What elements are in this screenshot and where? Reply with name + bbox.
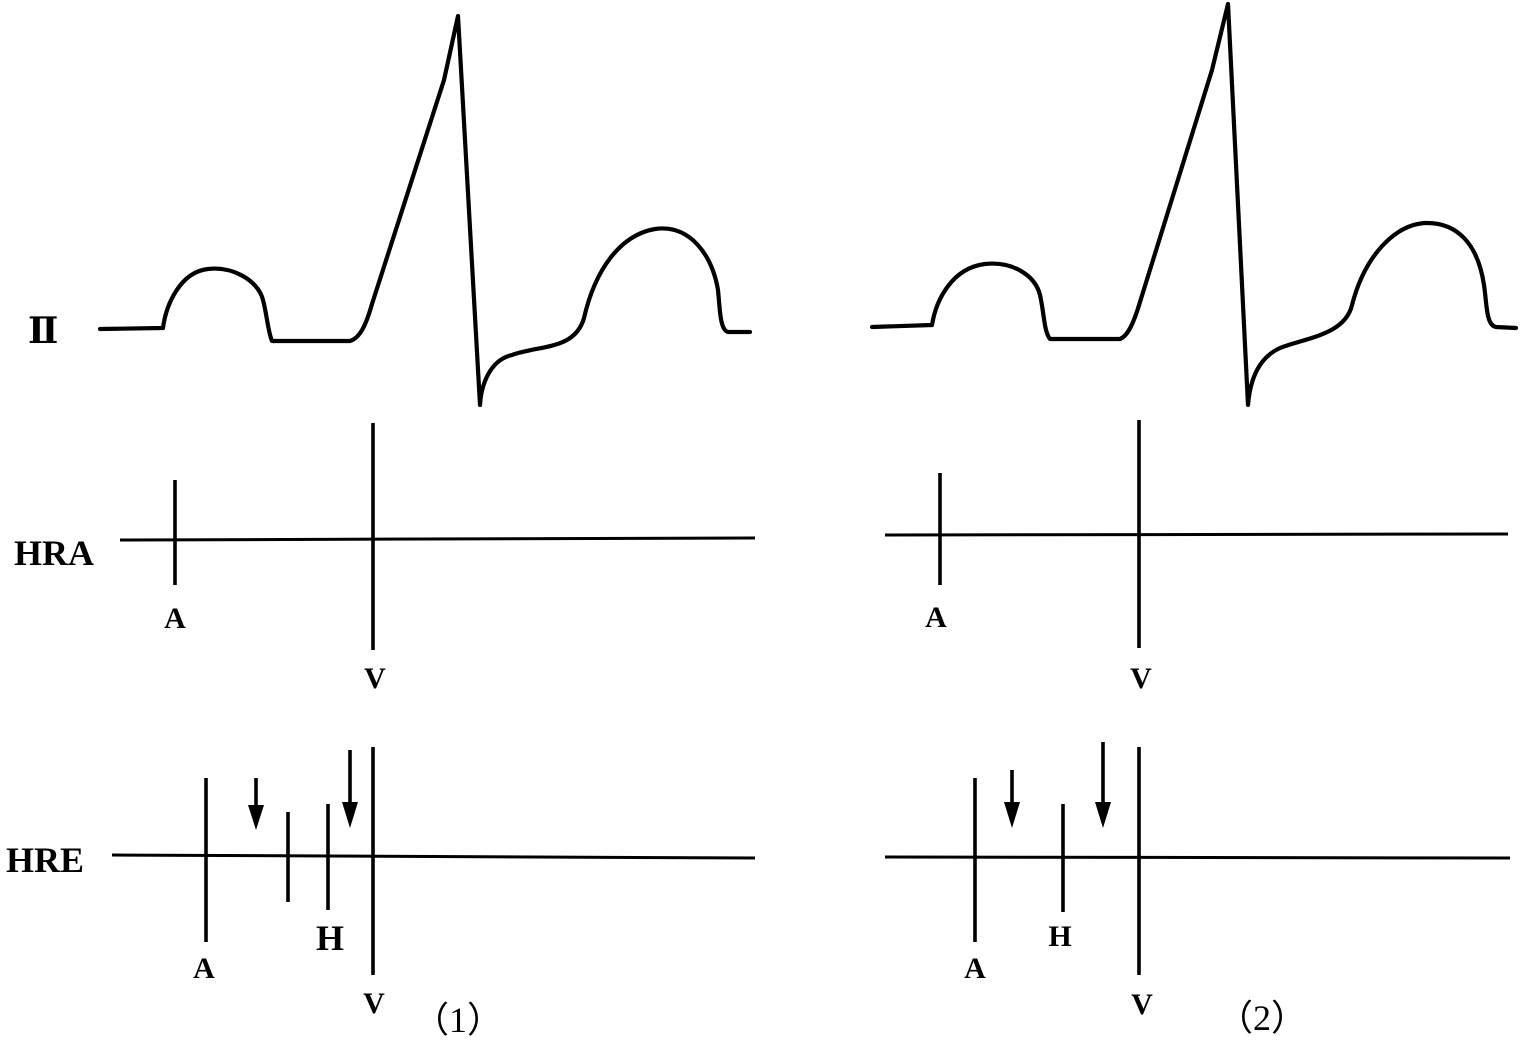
panel-1-label: （1） [413,1000,503,1040]
ecg-waveform-panel-1 [97,13,753,408]
down-arrow-icon [342,750,358,828]
down-arrow-icon [248,778,264,830]
panel-2-label: （2） [1217,998,1307,1038]
hra-baseline-panel-1 [119,536,756,542]
panel-1: A V A H V （1） [97,13,756,1040]
hre-baseline-panel-2 [884,855,1511,860]
ecg-waveform-panel-2 [869,1,1519,408]
hre-h-label-panel-2: H [1048,920,1071,953]
down-arrow-icon [1004,770,1020,828]
hra-a-label-panel-1: A [164,602,186,635]
lead-label-ii: Ⅱ [28,311,58,351]
hra-a-label-panel-2: A [925,601,947,634]
hre-baseline-panel-1 [111,853,756,860]
hre-v-label-panel-2: V [1131,988,1153,1021]
hre-v-label-panel-1: V [363,987,385,1020]
lead-label-hre: HRE [6,840,84,880]
hre-a-label-panel-1: A [193,952,215,985]
hra-v-label-panel-1: V [364,662,386,695]
hra-v-label-panel-2: V [1130,662,1152,695]
panel-2: A V A H V （2） [869,1,1519,1038]
down-arrow-icon [1095,742,1111,828]
hra-baseline-panel-2 [884,532,1509,537]
lead-label-hra: HRA [14,533,94,573]
hre-a-label-panel-2: A [964,952,986,985]
hre-h-label-panel-1: H [316,918,344,958]
